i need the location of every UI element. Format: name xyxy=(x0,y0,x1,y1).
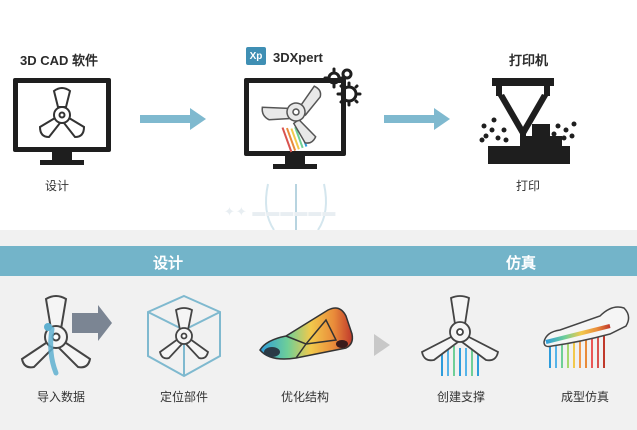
design-stage-label: 设计 xyxy=(153,255,184,272)
flow-arrow-icon xyxy=(140,108,206,130)
watermark: ✦✦ ▬▬▬▬▬▬ xyxy=(224,204,337,219)
connector-lines xyxy=(265,183,327,231)
import-data-icon xyxy=(20,295,112,376)
3dxpert-logo-icon: Xp xyxy=(246,47,266,65)
create-supports-icon xyxy=(420,295,500,376)
chevron-right-icon xyxy=(374,334,390,356)
design-caption: 设计 xyxy=(45,179,70,193)
step-label: 导入数据 xyxy=(37,390,86,404)
step-label: 成型仿真 xyxy=(561,390,610,404)
cad-software-title: 3D CAD 软件 xyxy=(20,53,99,68)
printer-title: 打印机 xyxy=(509,53,549,68)
flow-arrow-icon xyxy=(384,108,450,130)
step-label: 定位部件 xyxy=(160,390,209,404)
3d-printer-icon xyxy=(479,78,577,164)
build-simulation-icon xyxy=(543,306,630,368)
3dxpert-monitor-icon xyxy=(244,67,362,169)
3dxpert-title: 3DXpert xyxy=(273,50,323,65)
print-caption: 打印 xyxy=(516,179,541,193)
simulation-stage-label: 仿真 xyxy=(506,255,537,272)
cad-monitor-icon xyxy=(13,78,111,165)
step-label: 优化结构 xyxy=(281,390,330,404)
stage-band xyxy=(0,246,637,276)
position-part-icon xyxy=(147,294,221,378)
optimize-structure-icon xyxy=(259,307,354,360)
step-label: 创建支撑 xyxy=(437,390,486,404)
